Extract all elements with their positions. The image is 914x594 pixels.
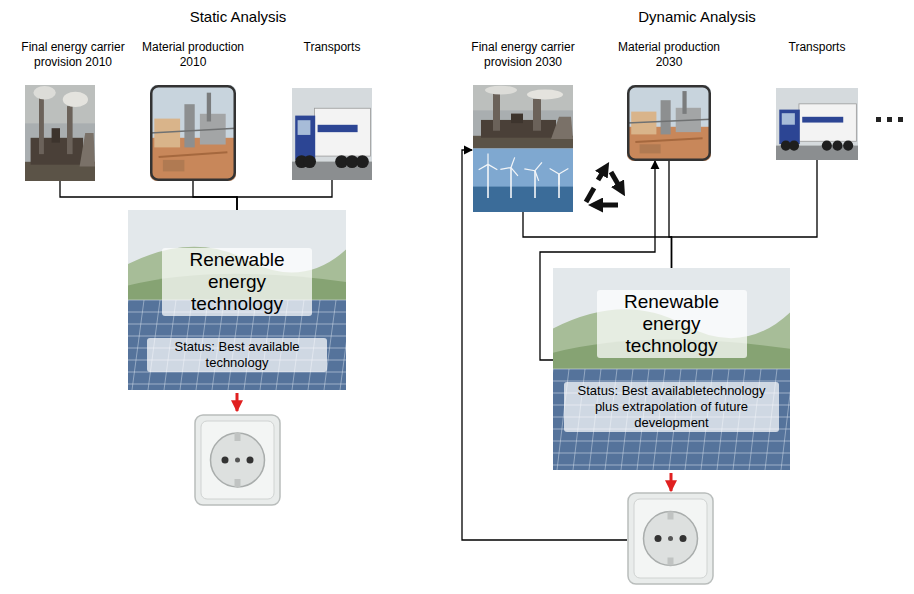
photo-illustration [776,88,858,160]
box-title: Renewable energy technology [597,290,747,358]
socket-icon [195,415,280,505]
photo-box: Material production 2030 [627,85,711,161]
label-holder: Static Analysis [128,8,348,25]
photo-illustration [25,85,95,181]
box-caption: Material production 2010 [138,40,248,70]
section-heading: Static Analysis [128,8,348,25]
connector-line [193,181,237,210]
box-caption: Transports [287,40,377,55]
connector-line [60,181,237,210]
connector-line [672,160,818,268]
connector-line [540,161,655,360]
photo-box: Transports [292,88,372,180]
output-arrow [670,473,673,491]
box-title: Renewable energy technology [162,248,312,316]
connector-line [237,180,332,210]
photo-illustration [292,88,372,180]
photo-box: Final energy carrier provision 2010 [25,85,95,181]
recycling-symbol [586,167,622,205]
box-caption: Final energy carrier provision 2030 [458,40,588,70]
technology-box: Renewable energy technologyStatus: Best … [128,210,346,390]
output-arrow [236,393,239,411]
box-caption: Transports [772,40,862,55]
section-heading: Dynamic Analysis [587,8,807,25]
photo-box: Transports [776,88,858,160]
technology-box: Renewable energy technologyStatus: Best … [553,268,790,470]
photo-illustration [150,85,236,181]
continuation-dots [876,117,903,122]
photo-illustration [473,85,573,212]
status-text: Status: Best available technology [147,338,327,372]
photo-box: Final energy carrier provision 2030 [473,85,573,212]
photo-illustration [128,210,346,390]
socket-icon [628,493,713,584]
status-text: Status: Best availabletechnology plus ex… [564,382,779,432]
photo-illustration [627,85,711,161]
box-caption: Material production 2030 [614,40,724,70]
connector-line [523,212,672,268]
feedback-line [462,150,627,540]
photo-box: Material production 2010 [150,85,236,181]
box-caption: Final energy carrier provision 2010 [8,40,138,70]
label-holder: Dynamic Analysis [587,8,807,25]
photo-illustration [553,268,790,470]
